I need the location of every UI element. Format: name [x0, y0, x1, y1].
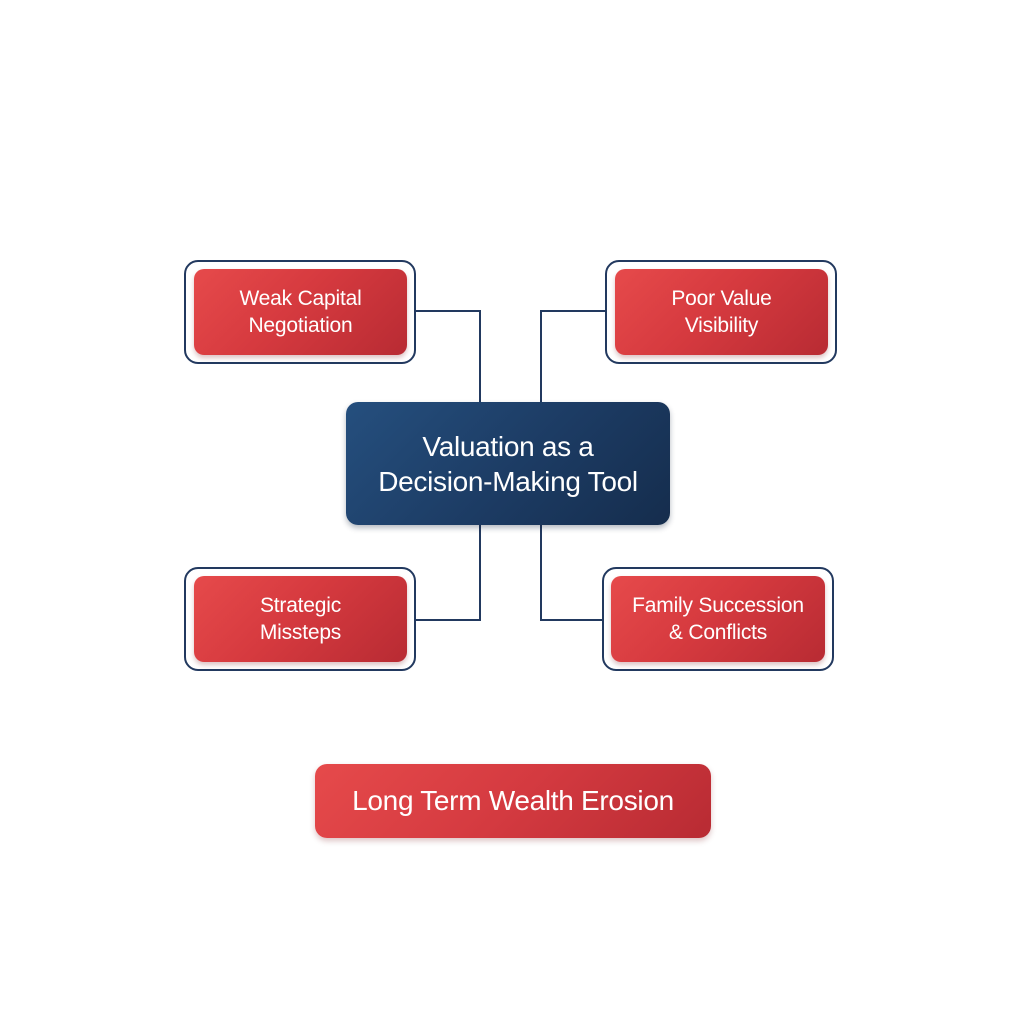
outcome-label: Long Term Wealth Erosion [352, 785, 674, 816]
center-node-valuation: Valuation as a Decision-Making Tool [346, 402, 670, 525]
connector-top-left [414, 310, 481, 402]
outcome-node-wealth-erosion: Long Term Wealth Erosion [315, 764, 711, 838]
center-node-label: Valuation as a Decision-Making Tool [378, 430, 638, 497]
node-strategic-missteps: Strategic Missteps [194, 576, 407, 662]
node-label: Weak Capital Negotiation [239, 287, 362, 337]
connector-top-right [540, 310, 607, 402]
node-poor-value-visibility: Poor Value Visibility [615, 269, 828, 355]
node-family-succession-conflicts: Family Succession & Conflicts [611, 576, 825, 662]
connector-bottom-right [540, 525, 604, 621]
connector-bottom-left [414, 525, 481, 621]
node-label: Poor Value Visibility [671, 287, 772, 337]
node-label: Strategic Missteps [259, 594, 342, 644]
node-weak-capital-negotiation: Weak Capital Negotiation [194, 269, 407, 355]
node-label: Family Succession & Conflicts [632, 594, 804, 644]
